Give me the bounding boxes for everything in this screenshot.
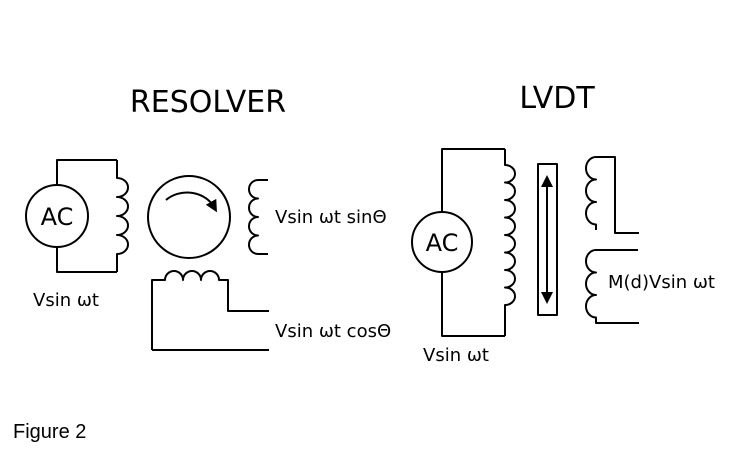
lvdt-diagram: LVDT AC Vsin ωt M(d)Vsin ωt (411, 81, 715, 366)
lvdt-primary-coil (504, 149, 516, 336)
lvdt-output-label: M(d)Vsin ωt (608, 272, 715, 293)
rotation-arrow (165, 191, 217, 213)
resolver-sine-output-label: Vsin ωt sinΘ (275, 207, 387, 228)
figure-caption: Figure 2 (13, 421, 86, 443)
resolver-ac-circuit: AC (25, 159, 129, 273)
resolver-supply-label: Vsin ωt (33, 290, 99, 311)
resolver-supply-wire-bottom (56, 247, 117, 273)
lvdt-supply-wire-top (441, 148, 505, 212)
resolver-supply-wire-top (56, 159, 117, 185)
lvdt-core (537, 163, 558, 316)
lvdt-supply-label: Vsin ωt (423, 345, 489, 366)
lvdt-ac-label: AC (426, 229, 459, 257)
resolver-ac-label: AC (41, 203, 74, 231)
resolver-title: RESOLVER (130, 85, 286, 120)
lvdt-secondary-coil-upper (585, 156, 597, 230)
lvdt-core-rect (537, 163, 558, 316)
lvdt-primary-circuit: AC (411, 148, 516, 337)
lvdt-secondary-coil-lower (585, 249, 639, 324)
resolver-diagram: RESOLVER AC Vsin ωt Vsin ωt sinΘ Vsin ωt… (25, 85, 391, 351)
lvdt-title: LVDT (519, 81, 595, 116)
resolver-sine-coil (248, 179, 268, 255)
resolver-cosine-output-label: Vsin ωt cosΘ (275, 321, 391, 342)
lvdt-supply-wire-bottom (441, 272, 505, 337)
resolver-primary-coil (116, 160, 129, 272)
resolver-rotor-circle (147, 175, 231, 259)
resolver-cosine-coil (151, 270, 269, 350)
resolver-rotor (147, 175, 231, 259)
lvdt-secondary-wire-top (596, 156, 639, 234)
